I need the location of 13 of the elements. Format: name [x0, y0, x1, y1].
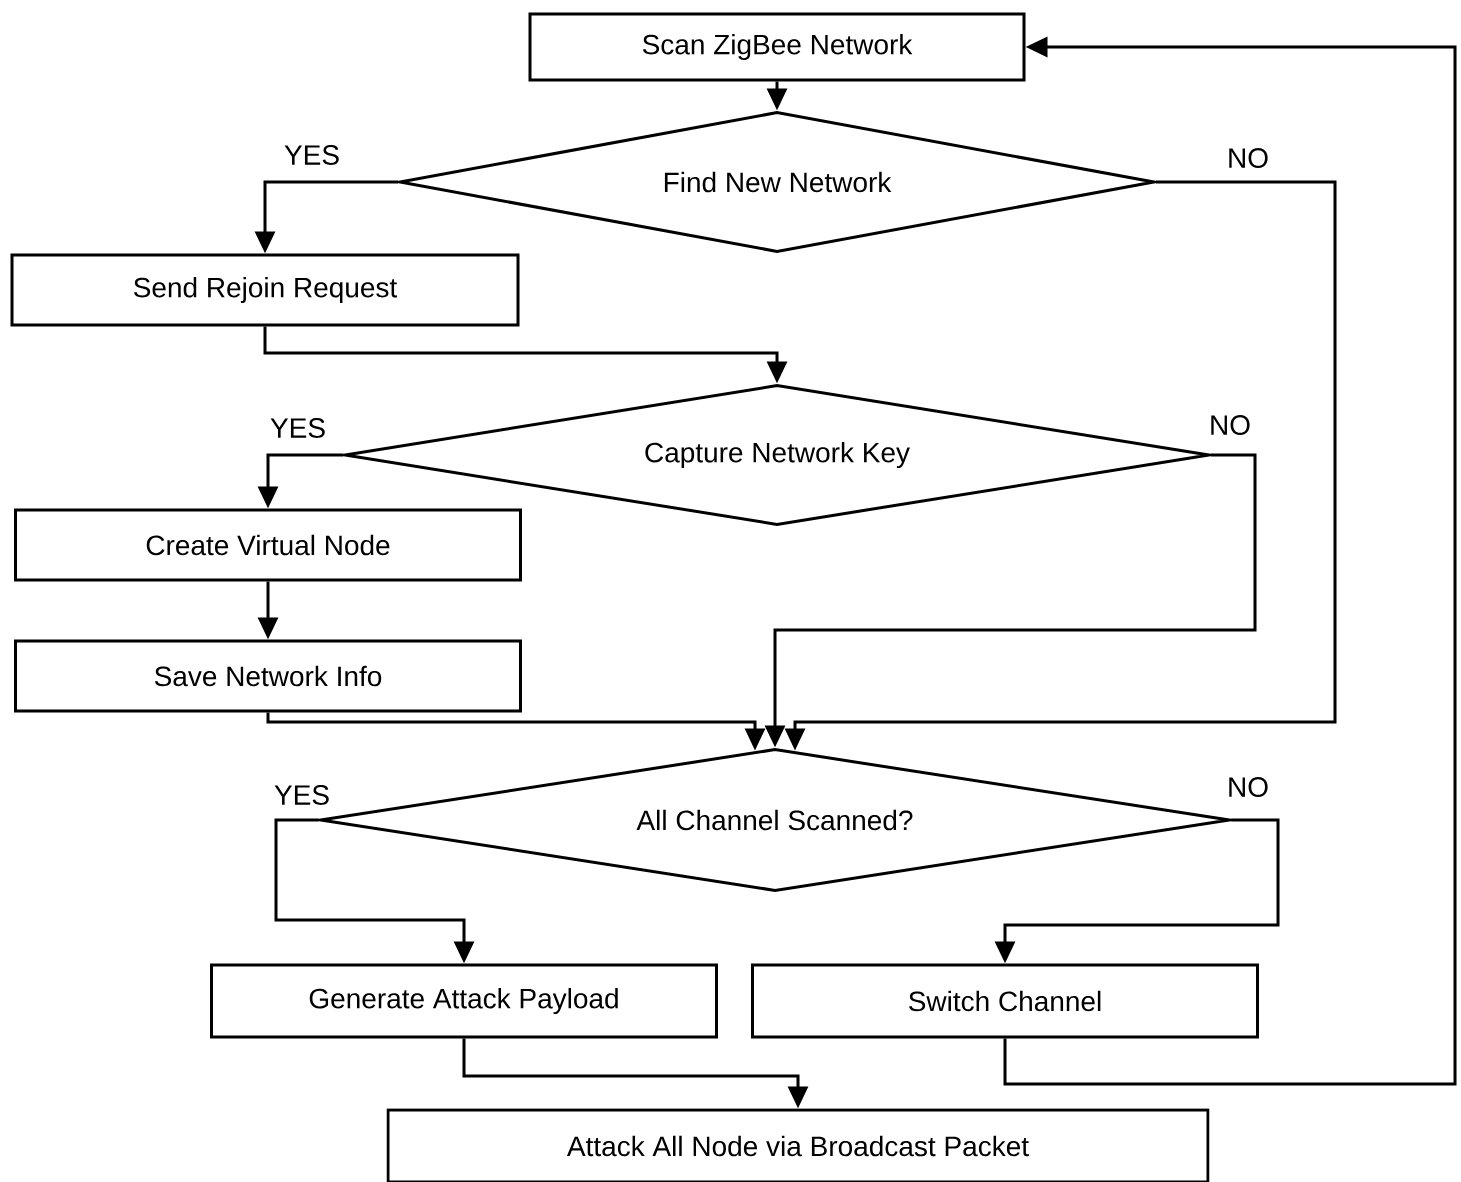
edge-label: NO [1229, 148, 1268, 168]
edge-label: NO [1229, 777, 1268, 797]
edge-label: YES [270, 418, 325, 438]
process-box: Create Virtual Node [14, 508, 522, 582]
process-box: Save Network Info [14, 639, 522, 713]
process-box: Send Rejoin Request [10, 253, 520, 327]
process-box: Switch Channel [751, 963, 1259, 1039]
edge-label: YES [284, 145, 339, 165]
process-box: Attack All Node via Broadcast Packet [386, 1108, 1210, 1182]
edge-label: NO [1211, 415, 1250, 435]
process-box: Generate Attack Payload [210, 963, 718, 1039]
process-box: Scan ZigBee Network [528, 12, 1026, 82]
edge-label: YES [274, 785, 329, 805]
